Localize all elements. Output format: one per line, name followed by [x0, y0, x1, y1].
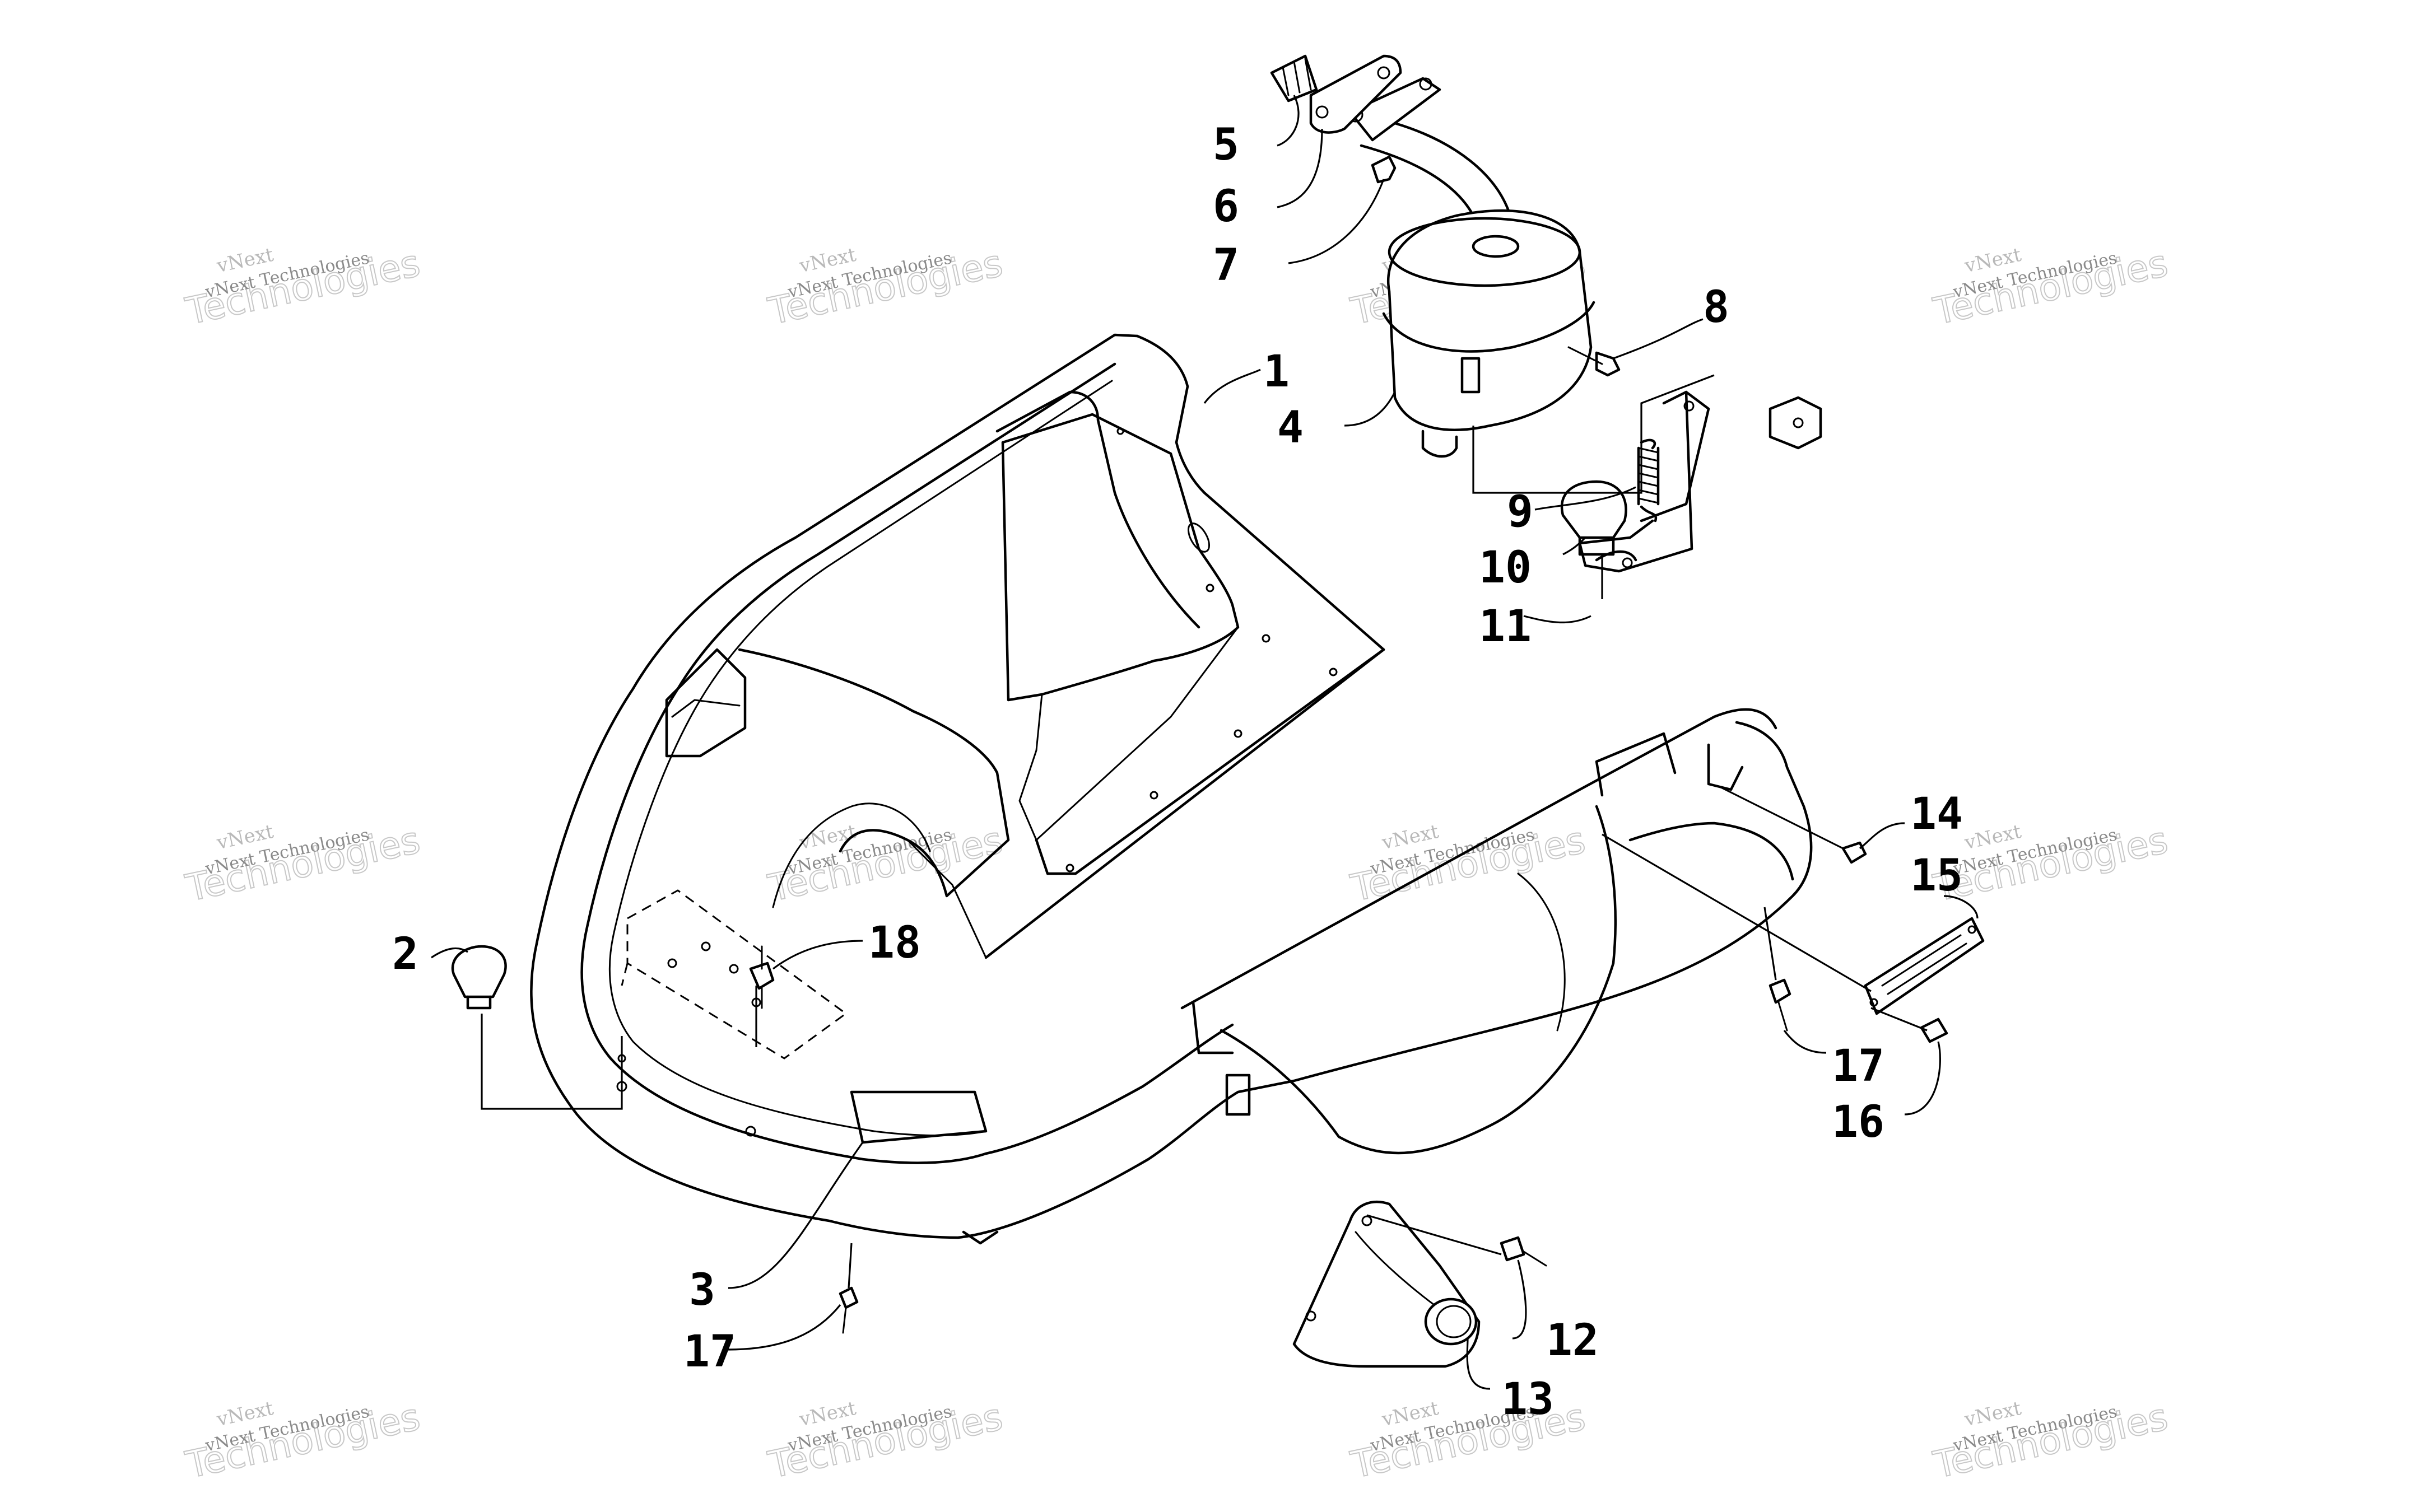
muffler: [1348, 77, 1595, 458]
callout-16: 16: [1832, 1097, 1884, 1147]
watermark: vNext Technologies vNext Technologies: [764, 241, 1007, 334]
gasket: [1309, 54, 1402, 134]
callout-8: 8: [1703, 282, 1729, 333]
rivet: [1769, 978, 1791, 1032]
watermark: vNext Technologies vNext Technologies: [1929, 1394, 2172, 1487]
callout-18: 18: [868, 918, 921, 968]
callout-12: 12: [1546, 1315, 1599, 1366]
callout-2: 2: [392, 929, 418, 979]
watermark: vNext Technologies vNext Technologies: [182, 818, 425, 911]
hex-grommet: [1769, 396, 1822, 450]
callout-7: 7: [1213, 240, 1239, 291]
belly-pan: [530, 333, 1813, 1245]
rivet: [839, 1286, 859, 1334]
callout-3: 3: [689, 1265, 715, 1315]
callout-11: 11: [1479, 601, 1532, 652]
callout-9: 9: [1507, 487, 1533, 537]
watermark-group: vNext Technologies vNext Technologies vN…: [182, 241, 2172, 1487]
spring: [1637, 438, 1660, 522]
air-duct: [1292, 1201, 1481, 1368]
callout-17: 17: [1832, 1041, 1884, 1091]
reflector: [1864, 917, 1985, 1015]
watermark: vNext Technologies vNext Technologies: [764, 818, 1007, 911]
callout-5: 5: [1213, 120, 1239, 170]
watermark: vNext Technologies vNext Technologies: [1347, 818, 1590, 911]
callout-labels: 1 2 3 4 5 6 7 8 9 10 11 12 13 14 15 16 1…: [392, 120, 1963, 1425]
callout-13: 13: [1501, 1374, 1554, 1425]
stud-bolt: [1270, 54, 1318, 102]
watermark: vNext Technologies vNext Technologies: [764, 1394, 1007, 1487]
rubber-grommet: [1560, 480, 1627, 556]
rivet: [1500, 1236, 1547, 1267]
leader-lines: [431, 95, 1979, 1390]
callout-4: 4: [1277, 403, 1304, 453]
callout-14: 14: [1910, 789, 1963, 839]
callout-1: 1: [1263, 347, 1290, 397]
callout-6: 6: [1213, 181, 1239, 232]
push-plug: [451, 945, 507, 1010]
muffler-bracket: [1578, 390, 1710, 573]
callout-17-b: 17: [683, 1327, 736, 1377]
screw: [1920, 1018, 1948, 1043]
nut: [1371, 155, 1397, 184]
watermark: vNext Technologies vNext Technologies: [182, 1394, 425, 1487]
watermark: vNext Technologies vNext Technologies: [182, 241, 425, 334]
callout-15: 15: [1910, 851, 1963, 901]
callout-10: 10: [1479, 543, 1532, 593]
watermark: vNext Technologies vNext Technologies: [1929, 241, 2172, 334]
mount-plate-dashed: [621, 889, 848, 1060]
rivet: [749, 945, 775, 1009]
